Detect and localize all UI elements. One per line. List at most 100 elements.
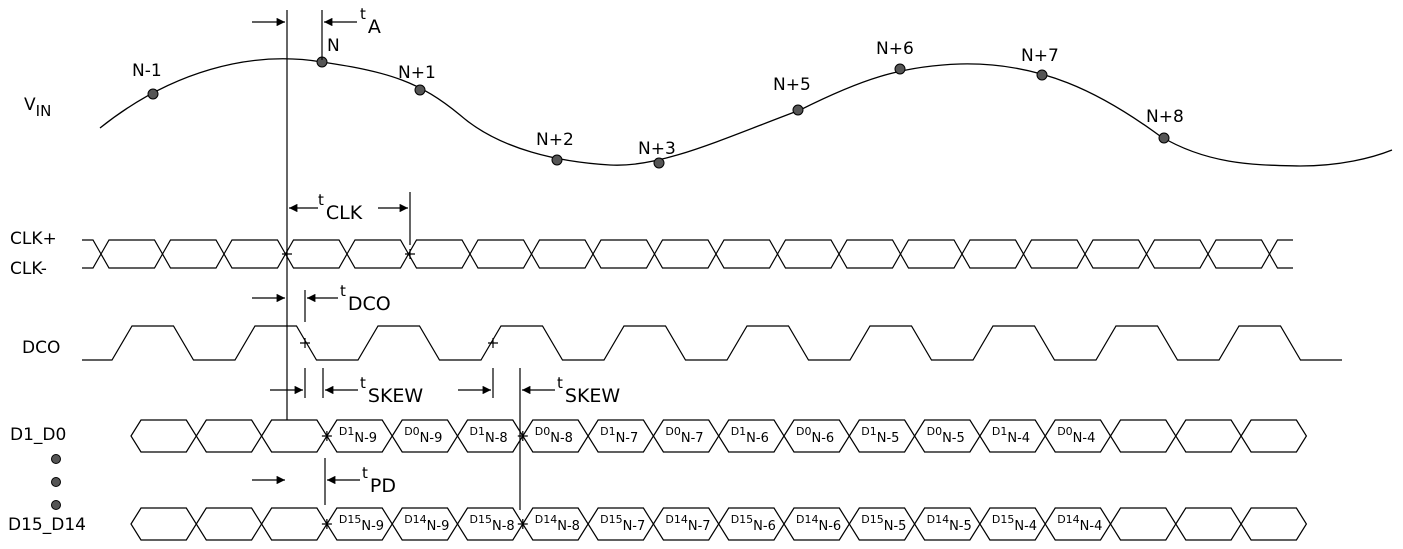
d15-d14-cell-label: D15N-6: [731, 513, 776, 534]
vin-sample-point: N+1: [398, 63, 436, 96]
d1-d0-cell-index: N-7: [681, 431, 704, 446]
d15-d14-cell-index: N-9: [427, 519, 450, 534]
ta-label: tA: [360, 5, 381, 38]
clk-cycle: [223, 239, 287, 269]
d15-d14-cell-name: D15: [600, 513, 622, 526]
clk-cycle: [346, 239, 410, 269]
d15-d14-cell-name: D15: [992, 513, 1014, 526]
d15-d14-cell-name: D15: [731, 513, 753, 526]
d1-d0-cell: [195, 419, 263, 453]
svg-text:N+7: N+7: [1021, 46, 1059, 66]
vin-waveform: [99, 58, 1393, 167]
d1-d0-cell-index: N-4: [1007, 431, 1030, 446]
d15-d14-cell-label: D14N-8: [535, 513, 580, 534]
dco-label: DCO: [22, 338, 60, 358]
d1-d0-cell: [130, 419, 198, 453]
d1-d0-cell-label: D0N-7: [665, 425, 703, 446]
svg-text:N+8: N+8: [1146, 107, 1184, 127]
dco-signal: [82, 325, 1342, 361]
svg-text:N: N: [327, 36, 340, 56]
d15-d14-cell-name: D14: [796, 513, 818, 526]
clk-cycle: [838, 239, 902, 269]
vin-sample-point: N+6: [876, 39, 914, 75]
d15-d14-cell-label: D14N-4: [1057, 513, 1102, 534]
clk-crossing-marker: [282, 249, 292, 259]
d1-d0-cell-name: D0: [404, 425, 419, 438]
d15-d14-cell-index: N-9: [361, 519, 384, 534]
d15-d14-cell: [260, 507, 328, 541]
d15-d14-cell-label: D14N-5: [927, 513, 972, 534]
d15-d14-cell: [1240, 507, 1308, 541]
clk-cycle: [161, 239, 225, 269]
d1-d0-cell-name: D0: [1057, 425, 1072, 438]
d15-d14-cell: [195, 507, 263, 541]
vin-sample-point: N: [316, 36, 340, 68]
tskew2-label: tSKEW: [557, 374, 620, 407]
d15-d14-cell-name: D15: [470, 513, 492, 526]
d1-d0-cell-label: D1N-7: [600, 425, 638, 446]
d1-d0-cell-index: N-5: [942, 431, 965, 446]
svg-text:N-1: N-1: [132, 61, 162, 81]
vin-sample-point: N+3: [638, 139, 676, 169]
vin-sample-point: N-1: [132, 61, 162, 100]
svg-text:N+5: N+5: [773, 75, 811, 95]
vin-sample-point: N+5: [773, 75, 811, 116]
d1-d0-cell-index: N-8: [485, 431, 508, 446]
d1-d0-cell-index: N-6: [811, 431, 834, 446]
d1-d0-crossing-marker: [321, 431, 332, 441]
vin-sample-point: N+7: [1021, 46, 1059, 81]
d1-d0-cell-label: D0N-6: [796, 425, 834, 446]
d1-d0-cell: [260, 419, 328, 453]
d15-d14-crossing-marker: [517, 519, 528, 529]
ellipsis-dot: [51, 454, 61, 464]
d15-d14-cell-name: D14: [665, 513, 687, 526]
d1-d0-cell-label: D0N-9: [404, 425, 442, 446]
clk-cycle: [1022, 239, 1086, 269]
d1-d0-cell-label: D0N-8: [535, 425, 573, 446]
d1-d0-cell-label: D1N-9: [339, 425, 377, 446]
clk-neg-label: CLK-: [10, 259, 47, 279]
tskew1-label: tSKEW: [360, 374, 423, 407]
d1-d0-cell-index: N-7: [616, 431, 639, 446]
d15-d14-cell-name: D15: [339, 513, 361, 526]
d15-d14-cell-index: N-7: [623, 519, 646, 534]
d1-d0-cell-name: D0: [535, 425, 550, 438]
d15-d14-cell-label: D15N-8: [470, 513, 515, 534]
clk-cycle: [100, 239, 164, 269]
clk-cycle: [1145, 239, 1209, 269]
clk-cycle: [407, 239, 471, 269]
vin-sample-point: N+8: [1146, 107, 1184, 144]
clk-waveform: [82, 239, 1293, 269]
d1-d0-cell-label: D0N-4: [1057, 425, 1095, 446]
d1-d0-cell-index: N-8: [550, 431, 573, 446]
d15-d14-cell-index: N-4: [1014, 519, 1037, 534]
d15-d14-cell-label: D14N-9: [404, 513, 449, 534]
d1-d0-cell-name: D0: [927, 425, 942, 438]
d1-d0-cell: [1240, 419, 1308, 453]
d1-d0-cell-name: D0: [796, 425, 811, 438]
clk-cycle: [284, 239, 348, 269]
d15-d14-cell-index: N-8: [492, 519, 515, 534]
clk-cycle: [1084, 239, 1148, 269]
svg-text:N+3: N+3: [638, 139, 676, 159]
clk-cycle: [899, 239, 963, 269]
d1-d0-cell-index: N-9: [420, 431, 443, 446]
clk-crossing-marker: [405, 249, 415, 259]
d15-d14-cell-index: N-5: [949, 519, 972, 534]
svg-text:N+1: N+1: [398, 63, 436, 83]
d1-d0-cell-name: D1: [339, 425, 354, 438]
d15-d14-cell: [130, 507, 198, 541]
d1-d0-cell-label: D0N-5: [927, 425, 965, 446]
d15-d14-cell-label: D15N-5: [861, 513, 906, 534]
tdco-label: tDCO: [340, 282, 391, 315]
d1-d0-cell-index: N-4: [1073, 431, 1096, 446]
d1-d0-cell-name: D1: [861, 425, 876, 438]
d15-d14-crossing-marker: [321, 519, 332, 529]
d1-d0-cell-index: N-5: [877, 431, 900, 446]
d15-d14-cell-name: D14: [535, 513, 557, 526]
d1-d0-cell-index: N-6: [746, 431, 769, 446]
d15-d14-cell-index: N-8: [557, 519, 580, 534]
